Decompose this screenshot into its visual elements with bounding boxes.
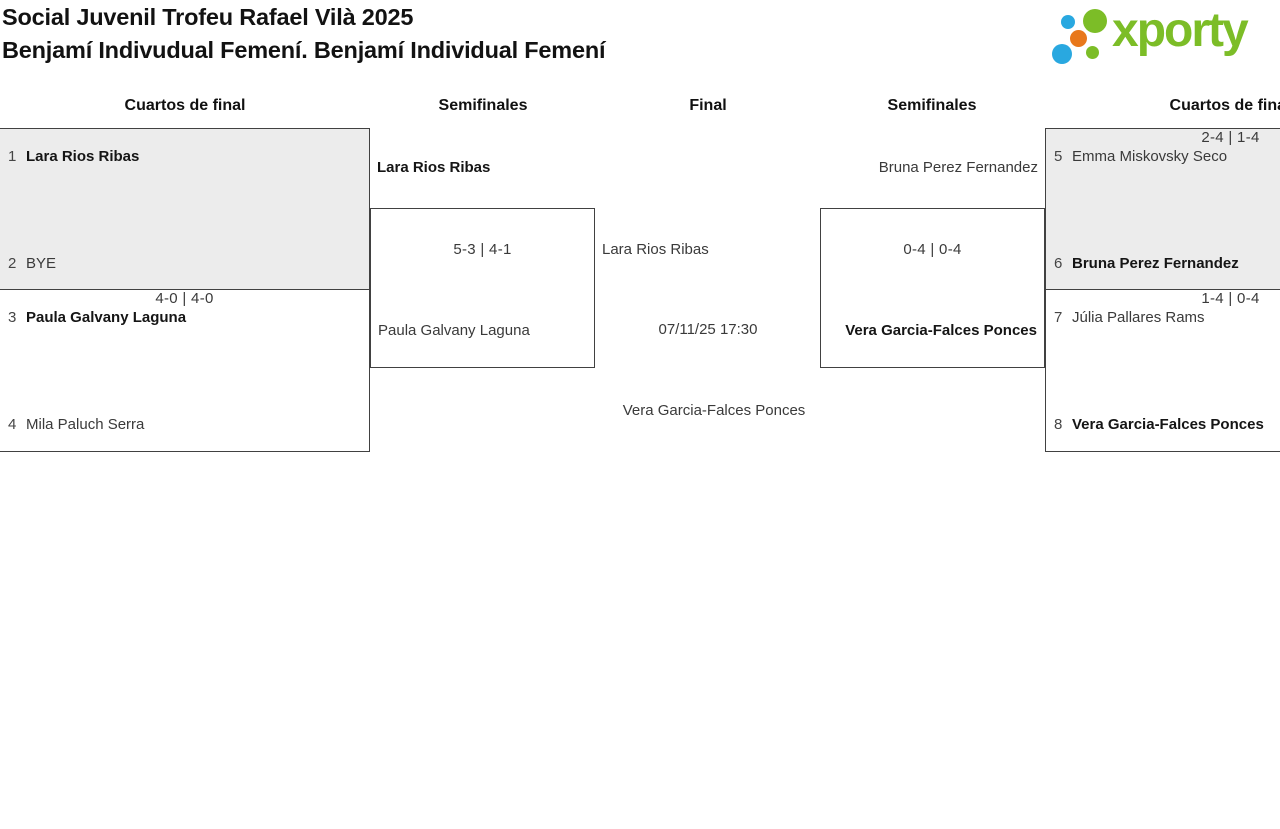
match-score: 2-4 | 1-4 xyxy=(1201,129,1260,146)
player-row: Vera Garcia-Falces Ponces xyxy=(821,321,1044,341)
player-row: 2 BYE xyxy=(0,254,369,274)
seed-number: 7 xyxy=(1054,309,1063,326)
player-name: Vera Garcia-Falces Ponces xyxy=(1072,416,1264,433)
final-player-bottom: Vera Garcia-Falces Ponces xyxy=(622,402,806,419)
seed-number: 5 xyxy=(1054,148,1063,165)
round-header-semifinals-left: Semifinales xyxy=(438,97,528,114)
player-name: BYE xyxy=(26,255,57,272)
match-score: 4-0 | 4-0 xyxy=(155,290,214,307)
player-name: Emma Miskovsky Seco xyxy=(1072,148,1228,165)
player-row: 6 Bruna Perez Fernandez xyxy=(1046,254,1280,274)
final-player-top: Lara Rios Ribas xyxy=(602,241,709,258)
player-row: 4 Mila Paluch Serra xyxy=(0,415,369,435)
round-header-final: Final xyxy=(689,97,727,114)
page-title: Social Juvenil Trofeu Rafael Vilà 2025 xyxy=(2,4,414,30)
title-block: Social Juvenil Trofeu Rafael Vilà 2025 B… xyxy=(2,1,606,67)
logo-dot-blue-large-icon xyxy=(1052,44,1072,64)
sf-left-player-top: Lara Rios Ribas xyxy=(377,159,491,176)
match-qf-left-1: 1 Lara Rios Ribas 2 BYE xyxy=(0,128,370,290)
player-row: 7 Júlia Pallares Rams xyxy=(1046,308,1280,328)
player-name: Mila Paluch Serra xyxy=(26,416,145,433)
seed-number: 1 xyxy=(8,148,17,165)
player-name: Paula Galvany Laguna xyxy=(26,309,187,326)
player-row: 8 Vera Garcia-Falces Ponces xyxy=(1046,415,1280,435)
logo-dot-green-large-icon xyxy=(1083,9,1107,33)
match-qf-right-2: 7 Júlia Pallares Rams 1-4 | 0-4 8 Vera Gar… xyxy=(1045,289,1280,452)
final-datetime: 07/11/25 17:30 xyxy=(658,321,758,338)
player-name: Vera Garcia-Falces Ponces xyxy=(845,322,1037,339)
player-row: Paula Galvany Laguna xyxy=(371,321,594,341)
match-sf-left: 5-3 | 4-1 Paula Galvany Laguna xyxy=(370,208,595,368)
page-subtitle: Benjamí Indivudual Femení. Benjamí Indiv… xyxy=(2,37,606,63)
match-qf-left-2: 3 Paula Galvany Laguna 4-0 | 4-0 4 Mila Pa… xyxy=(0,289,370,452)
xporty-wordmark: xporty xyxy=(1112,4,1249,57)
xporty-logo[interactable]: xporty xyxy=(1048,4,1276,66)
player-row: 1 Lara Rios Ribas xyxy=(0,147,369,167)
player-name: Júlia Pallares Rams xyxy=(1072,309,1205,326)
match-qf-right-1: 5 Emma Miskovsky Seco 2-4 | 1-4 6 Bruna Pe… xyxy=(1045,128,1280,290)
match-sf-right: 0-4 | 0-4 Vera Garcia-Falces Ponces xyxy=(820,208,1045,368)
match-score: 1-4 | 0-4 xyxy=(1201,290,1260,307)
seed-number: 6 xyxy=(1054,255,1063,272)
player-name: Lara Rios Ribas xyxy=(26,148,140,165)
logo-dot-orange-icon xyxy=(1070,30,1087,47)
seed-number: 3 xyxy=(8,309,17,326)
match-score: 0-4 | 0-4 xyxy=(903,241,962,258)
seed-number: 2 xyxy=(8,255,17,272)
sf-right-player-top: Bruna Perez Fernandez xyxy=(878,159,1038,176)
player-row: 3 Paula Galvany Laguna xyxy=(0,308,369,328)
round-header-semifinals-right: Semifinales xyxy=(887,97,977,114)
player-row: 5 Emma Miskovsky Seco xyxy=(1046,147,1280,167)
player-name: Bruna Perez Fernandez xyxy=(1072,255,1239,272)
seed-number: 8 xyxy=(1054,416,1063,433)
player-name: Paula Galvany Laguna xyxy=(378,322,530,339)
round-header-quarterfinals-right: Cuartos de final xyxy=(1169,97,1280,114)
seed-number: 4 xyxy=(8,416,17,433)
logo-dot-blue-small-icon xyxy=(1061,15,1075,29)
match-score: 5-3 | 4-1 xyxy=(453,241,512,258)
logo-dot-green-small-icon xyxy=(1086,46,1099,59)
round-header-quarterfinals-left: Cuartos de final xyxy=(124,97,246,114)
